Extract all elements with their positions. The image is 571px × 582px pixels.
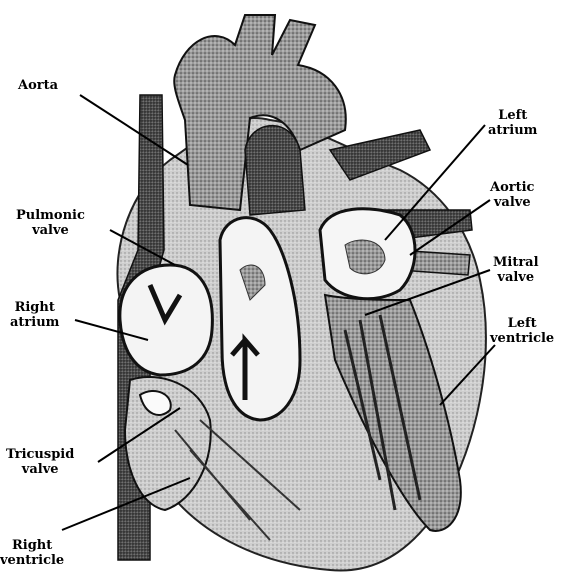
label-mitral-valve: Mitral valve	[493, 255, 539, 285]
label-pulmonic-valve: Pulmonic valve	[16, 208, 85, 238]
label-right-atrium: Right atrium	[10, 300, 59, 330]
label-left-atrium: Left atrium	[488, 108, 537, 138]
label-tricuspid-valve: Tricuspid valve	[6, 447, 74, 477]
label-aorta: Aorta	[18, 78, 58, 93]
label-aortic-valve: Aortic valve	[490, 180, 534, 210]
pulmonary-trunk	[245, 126, 305, 215]
label-left-ventricle: Left ventricle	[490, 316, 554, 346]
label-right-ventricle: Right ventricle	[0, 538, 64, 568]
